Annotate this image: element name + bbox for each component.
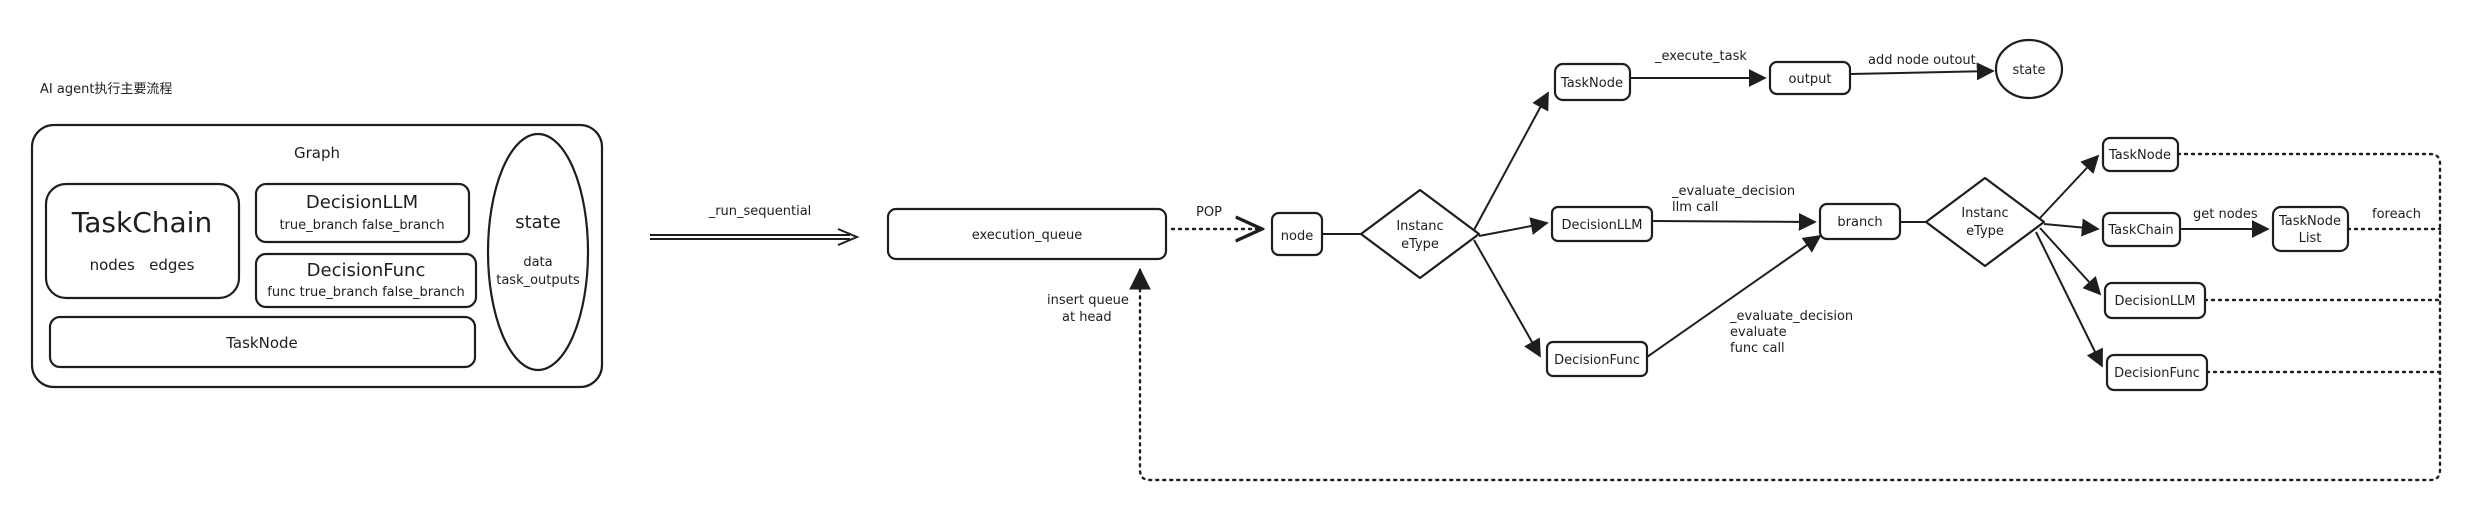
state-title: state xyxy=(515,212,561,233)
run-sequential-label: _run_sequential xyxy=(708,204,812,219)
state-field-data: data xyxy=(523,255,552,270)
arrow-to-br-task-chain xyxy=(2043,218,2100,237)
task-chain-box: TaskChain nodes edges xyxy=(44,182,241,300)
node-label: node xyxy=(1281,229,1313,244)
arrow-to-task-node-top xyxy=(1473,91,1549,231)
decision-func-mid-label: DecisionFunc xyxy=(1554,353,1640,368)
decision-llm-box: DecisionLLM true_branch false_branch xyxy=(254,182,471,244)
state-field-task-outputs: task_outputs xyxy=(496,273,580,288)
br-task-node-box: TaskNode xyxy=(2101,136,2180,173)
arrow-to-br-decision-llm xyxy=(2039,227,2102,296)
instance-type-diamond-1: Instanc eType xyxy=(1359,188,1481,280)
foreach-label: foreach xyxy=(2372,207,2421,222)
task-node-list-line2: List xyxy=(2299,231,2322,246)
arrow-to-br-task-node xyxy=(2039,154,2100,219)
pop-label: POP xyxy=(1196,205,1222,220)
arrow-to-br-decision-func xyxy=(2035,231,2103,368)
evaluate-func-label-1: _evaluate_decision xyxy=(1729,309,1853,324)
task-chain-title: TaskChain xyxy=(71,206,212,239)
evaluate-llm-label-1: _evaluate_decision xyxy=(1671,184,1795,199)
feedback-loop xyxy=(1129,152,2442,482)
task-node-list-line1: TaskNode xyxy=(2278,214,2341,229)
decision-llm-mid-box: DecisionLLM xyxy=(1550,205,1654,243)
output-box: output xyxy=(1768,60,1852,96)
br-task-chain-label: TaskChain xyxy=(2107,223,2173,238)
diagram-title: AI agent执行主要流程 xyxy=(40,82,172,97)
evaluate-llm-arrow xyxy=(1651,212,1817,231)
graph-label: Graph xyxy=(294,144,340,162)
state-circle: state xyxy=(1994,38,2064,100)
evaluate-llm-label-2: llm call xyxy=(1672,200,1718,215)
branch-label: branch xyxy=(1837,215,1882,230)
task-node-list-box: TaskNode List xyxy=(2271,205,2350,253)
arrow-to-decision-llm xyxy=(1478,217,1549,237)
get-nodes-label: get nodes xyxy=(2193,207,2258,222)
insert-queue-label-2: at head xyxy=(1062,310,1112,325)
node-box: node xyxy=(1270,211,1324,257)
output-label: output xyxy=(1789,72,1832,87)
decision-func-box: DecisionFunc func true_branch false_bran… xyxy=(254,252,478,309)
arrow-to-decision-func xyxy=(1473,239,1541,358)
branch-box: branch xyxy=(1818,202,1902,241)
br-task-node-label: TaskNode xyxy=(2108,148,2171,163)
task-node-box: TaskNode xyxy=(48,315,477,369)
decision-llm-mid-label: DecisionLLM xyxy=(1561,218,1642,233)
graph-container: Graph TaskChain nodes edges DecisionLLM … xyxy=(30,123,604,389)
instance-type-2-line2: eType xyxy=(1966,224,2004,239)
task-node-title: TaskNode xyxy=(225,334,298,352)
br-decision-func-box: DecisionFunc xyxy=(2105,353,2209,392)
decision-func-fields: func true_branch false_branch xyxy=(267,285,464,300)
instance-type-1-line2: eType xyxy=(1401,237,1439,252)
add-node-output-label: add node outout xyxy=(1868,53,1976,68)
add-node-output-arrow xyxy=(1849,62,1995,81)
task-node-top-label: TaskNode xyxy=(1560,76,1623,91)
execute-task-label: _execute_task xyxy=(1654,49,1747,64)
decision-func-title: DecisionFunc xyxy=(307,260,426,281)
run-sequential-arrow: _run_sequential xyxy=(650,204,860,246)
evaluate-func-arrow xyxy=(1646,234,1822,358)
instance-type-diamond-2: Instanc eType xyxy=(1924,176,2046,268)
task-node-top-box: TaskNode xyxy=(1553,62,1632,102)
br-decision-llm-box: DecisionLLM xyxy=(2103,281,2207,320)
pop-arrow: POP xyxy=(1170,205,1262,229)
decision-llm-fields: true_branch false_branch xyxy=(279,218,444,233)
instance-type-1-line1: Instanc xyxy=(1396,219,1443,234)
decision-llm-title: DecisionLLM xyxy=(306,192,418,213)
evaluate-func-label-3: func call xyxy=(1730,341,1785,356)
execution-queue-box: execution_queue xyxy=(886,207,1168,261)
evaluate-func-label-2: evaluate xyxy=(1730,325,1787,340)
instance-type-2-line1: Instanc xyxy=(1961,206,2008,221)
state-ellipse: state data task_outputs xyxy=(486,132,590,372)
br-decision-func-label: DecisionFunc xyxy=(2114,366,2200,381)
task-chain-fields: nodes edges xyxy=(90,256,195,274)
decision-func-mid-box: DecisionFunc xyxy=(1545,340,1649,378)
br-decision-llm-label: DecisionLLM xyxy=(2114,294,2195,309)
state-label: state xyxy=(2013,63,2046,78)
execution-queue-label: execution_queue xyxy=(972,228,1083,243)
insert-queue-label-1: insert queue xyxy=(1047,293,1129,308)
br-task-chain-box: TaskChain xyxy=(2101,211,2182,248)
